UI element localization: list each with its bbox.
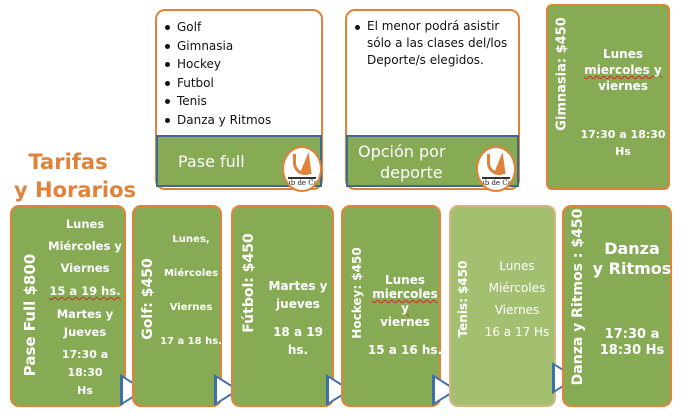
gimnasia-box: Gimnasia: $450 Lunes miercoles y viernes…	[546, 4, 670, 190]
opcion-header-line2: deporte	[380, 163, 443, 182]
club-logo-icon: lub de Camp	[282, 146, 322, 192]
note-list: El menor podrá asistir sólo a las clases…	[347, 18, 518, 69]
title: Tarifas y Horarios	[14, 148, 137, 204]
danza-time: 17:30 a 18:30 Hs	[599, 327, 665, 358]
tenis-box: Tenis: $450 Lunes Miércoles Viernes 16 a…	[449, 205, 556, 407]
sports-list: Golf Gimnasia Hockey Futbol Tenis Danza …	[157, 18, 321, 129]
gimnasia-price: Gimnasia: $450	[554, 17, 570, 131]
tenis-price: Tenis: $450	[456, 260, 470, 338]
danza-price: Danza y Ritmos : $450	[570, 208, 586, 386]
title-line1: Tarifas	[28, 150, 108, 174]
futbol-schedule: Martes y jueves 18 a 19 hs.	[268, 279, 328, 357]
futbol-box: Fútbol: $450 Martes y jueves 18 a 19 hs.	[231, 205, 334, 407]
list-item: Tenis	[165, 92, 321, 111]
list-item: Golf	[165, 18, 321, 37]
pase-full-header-label: Pase full	[178, 152, 245, 171]
hockey-schedule: Lunes miercoles y viernes 15 a 16 hs.	[367, 273, 443, 357]
list-item: Futbol	[165, 74, 321, 93]
list-item: Gimnasia	[165, 37, 321, 56]
golf-price: Golf: $450	[140, 258, 156, 340]
hockey-price: Hockey: $450	[350, 247, 364, 339]
title-line2: y Horarios	[14, 178, 137, 202]
danza-name: Danza y Ritmos	[592, 239, 672, 278]
golf-box: Golf: $450 Lunes, Miércoles Viernes 17 a…	[132, 205, 222, 407]
tenis-schedule: Lunes Miércoles Viernes 16 a 17 Hs	[484, 259, 550, 339]
hockey-box: Hockey: $450 Lunes miercoles y viernes 1…	[341, 205, 443, 407]
pase-full-box: Pase Full $800 Lunes Miércoles y Viernes…	[10, 205, 126, 407]
gimnasia-time: 17:30 a 18:30 Hs	[580, 128, 666, 158]
list-item: Danza y Ritmos	[165, 111, 321, 130]
club-logo-icon: lub de Camp	[476, 146, 516, 192]
list-item: Hockey	[165, 55, 321, 74]
pase-full-schedule: Lunes Miércoles y Viernes 15 a 19 hs. Ma…	[48, 217, 122, 397]
golf-schedule: Lunes, Miércoles Viernes 17 a 18 hs.	[160, 234, 222, 347]
logo-text: lub de Camp	[478, 179, 514, 187]
logo-text: lub de Camp	[284, 179, 320, 187]
futbol-price: Fútbol: $450	[241, 233, 257, 333]
gimnasia-days: Lunes miercoles y viernes	[584, 47, 662, 93]
list-item: El menor podrá asistir sólo a las clases…	[355, 18, 512, 69]
pase-full-price: Pase Full $800	[21, 253, 39, 377]
opcion-header-line1: Opción por	[358, 142, 446, 161]
danza-box: Danza y Ritmos : $450 Danza y Ritmos 17:…	[562, 205, 672, 407]
